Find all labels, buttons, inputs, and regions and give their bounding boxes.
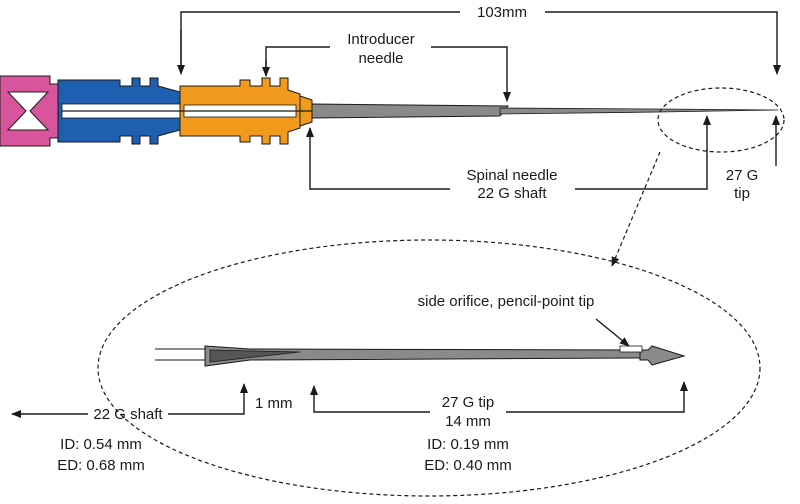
tip-ed-label: ED: 0.40 mm — [424, 457, 512, 474]
needle-assembly — [0, 75, 779, 147]
introducer-label-line2: needle — [358, 50, 403, 67]
tip-id-label: ID: 0.19 mm — [427, 436, 509, 453]
spinal-label-line1: Spinal needle — [467, 167, 558, 184]
spinal-needle-shaft — [499, 107, 779, 115]
shaft-ed-label: ED: 0.68 mm — [57, 457, 145, 474]
detail-ellipse — [97, 239, 761, 497]
spinal-arrow — [306, 127, 450, 190]
spinal-label-line2: 22 G shaft — [477, 185, 547, 202]
introducer-callout: Introducer needle — [262, 31, 511, 102]
introducer-arrow-right — [431, 46, 511, 102]
side-orifice-label: side orifice, pencil-point tip — [418, 293, 595, 310]
tip-label-top-line1: 27 G — [726, 167, 759, 184]
tip-label-top-line2: tip — [734, 185, 750, 202]
spinal-arrow-right — [575, 115, 711, 190]
length-bracket-left — [180, 11, 460, 72]
tip-label-bottom-line1: 27 G tip — [442, 394, 495, 411]
spinal-callout: Spinal needle 22 G shaft — [306, 115, 711, 202]
introducer-label-line1: Introducer — [347, 31, 415, 48]
shaft-arrow-right — [168, 383, 248, 415]
side-orifice-callout: side orifice, pencil-point tip — [418, 293, 630, 347]
one-mm-label: 1 mm — [255, 395, 293, 412]
side-orifice-arrow — [595, 318, 630, 347]
introducer-shaft — [311, 103, 510, 119]
tip-callout-top: 27 G tip — [726, 115, 780, 202]
tip-label-bottom-line2: 14 mm — [445, 413, 491, 430]
shaft-dimension-bottom: 22 G shaft 1 mm ID: 0.54 mm ED: 0.68 mm — [11, 383, 293, 474]
tip-dimension-bottom: 27 G tip 14 mm ID: 0.19 mm ED: 0.40 mm — [310, 381, 688, 474]
tip-zoom-ellipse — [657, 87, 785, 153]
length-dimension: 103mm — [177, 4, 781, 75]
introducer-bracket-left — [265, 46, 330, 74]
zoom-connector — [611, 151, 661, 267]
tip-arrow-bottom-left — [310, 385, 430, 413]
detail-tip — [639, 345, 686, 366]
length-label: 103mm — [477, 4, 527, 21]
tip-arrow-bottom-right — [506, 381, 688, 413]
side-orifice — [619, 345, 643, 353]
detail-needle — [155, 345, 686, 367]
detail-shaft — [204, 345, 641, 367]
length-arrow-right — [545, 11, 781, 75]
shaft-label-bottom: 22 G shaft — [93, 406, 163, 423]
shaft-id-label: ID: 0.54 mm — [60, 436, 142, 453]
